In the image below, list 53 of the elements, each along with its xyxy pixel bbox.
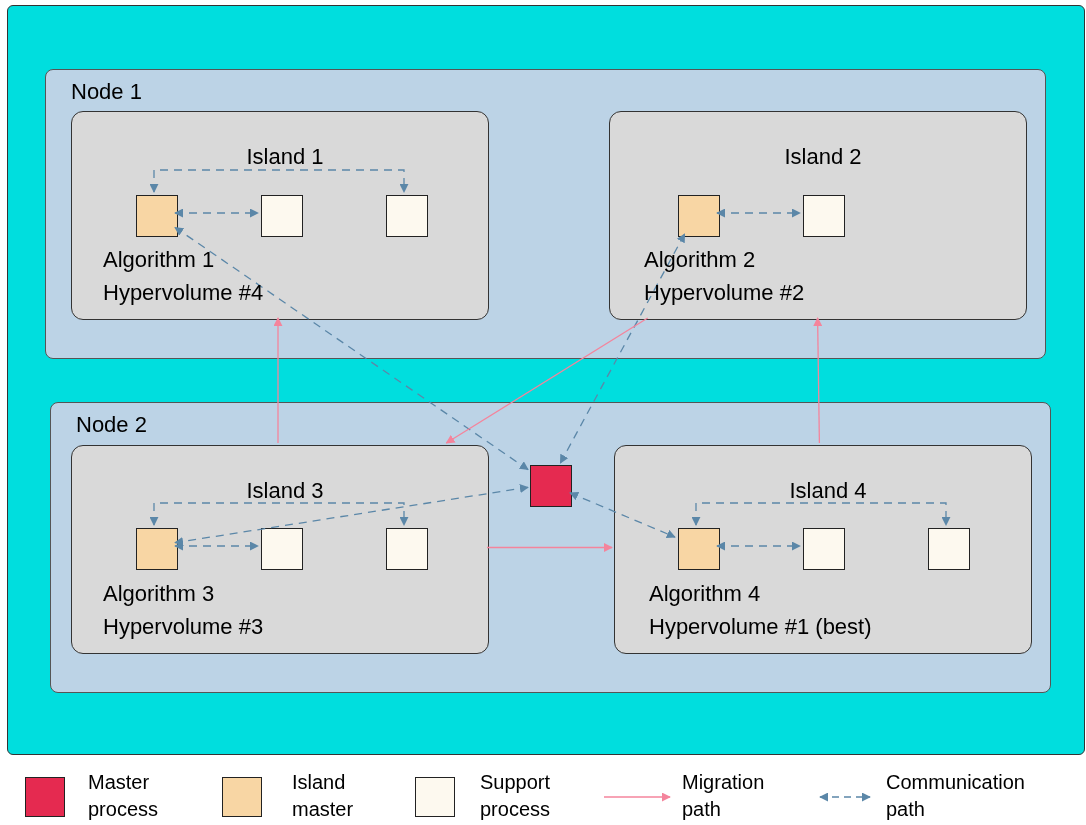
island-box xyxy=(71,111,489,320)
support-process-square xyxy=(261,195,303,237)
communication-arrow xyxy=(174,226,529,471)
island-caption: Algorithm 3 xyxy=(103,580,216,608)
legend-label: Master process xyxy=(88,770,160,822)
communication-arrow xyxy=(569,491,676,539)
support-process-square xyxy=(386,195,428,237)
island-title: Island 1 xyxy=(246,143,324,171)
communication-arrow xyxy=(716,208,801,218)
migration-arrow xyxy=(273,317,283,444)
support-process-square xyxy=(261,528,303,570)
communication-arrow xyxy=(716,541,801,551)
island-title: Island 4 xyxy=(789,477,867,505)
migration-arrow xyxy=(486,543,613,552)
support-process-square xyxy=(928,528,970,570)
support-process-square xyxy=(386,528,428,570)
island-master-square xyxy=(678,528,720,570)
outer-panel xyxy=(7,5,1085,755)
master-process-square xyxy=(530,465,572,507)
island-box xyxy=(71,445,489,654)
node-panel xyxy=(45,69,1046,359)
island-master-square xyxy=(136,528,178,570)
island-caption: Hypervolume #4 xyxy=(103,279,264,307)
island-master-square xyxy=(136,195,178,237)
island-caption: Hypervolume #3 xyxy=(103,613,264,641)
island-caption: Hypervolume #2 xyxy=(644,279,805,307)
island-box xyxy=(609,111,1027,320)
support-process-square xyxy=(803,528,845,570)
communication-arrow xyxy=(149,169,409,193)
communication-arrow xyxy=(174,484,529,546)
island-master-square xyxy=(678,195,720,237)
island-box xyxy=(614,445,1032,654)
island-caption: Algorithm 2 xyxy=(644,246,757,274)
migration-arrow xyxy=(445,317,649,444)
support-process-square xyxy=(803,195,845,237)
communication-arrow xyxy=(174,208,259,218)
communication-arrow xyxy=(174,541,259,551)
island-title: Island 2 xyxy=(784,143,862,171)
communication-arrow xyxy=(149,502,409,526)
node-title: Node 2 xyxy=(76,412,147,437)
communication-arrow xyxy=(691,502,951,526)
communication-arrow xyxy=(559,233,686,464)
legend-label: Communication path xyxy=(886,770,1026,822)
island-caption: Algorithm 4 xyxy=(649,580,762,608)
legend-label: Island master xyxy=(292,770,355,822)
node-title: Node 1 xyxy=(71,79,142,104)
legend-label: Support process xyxy=(480,770,552,822)
legend-label: Migration path xyxy=(682,770,766,822)
node-panel xyxy=(50,402,1051,693)
island-caption: Hypervolume #1 (best) xyxy=(649,613,872,641)
island-title: Island 3 xyxy=(246,477,324,505)
island-caption: Algorithm 1 xyxy=(103,246,216,274)
migration-arrow xyxy=(813,317,823,444)
